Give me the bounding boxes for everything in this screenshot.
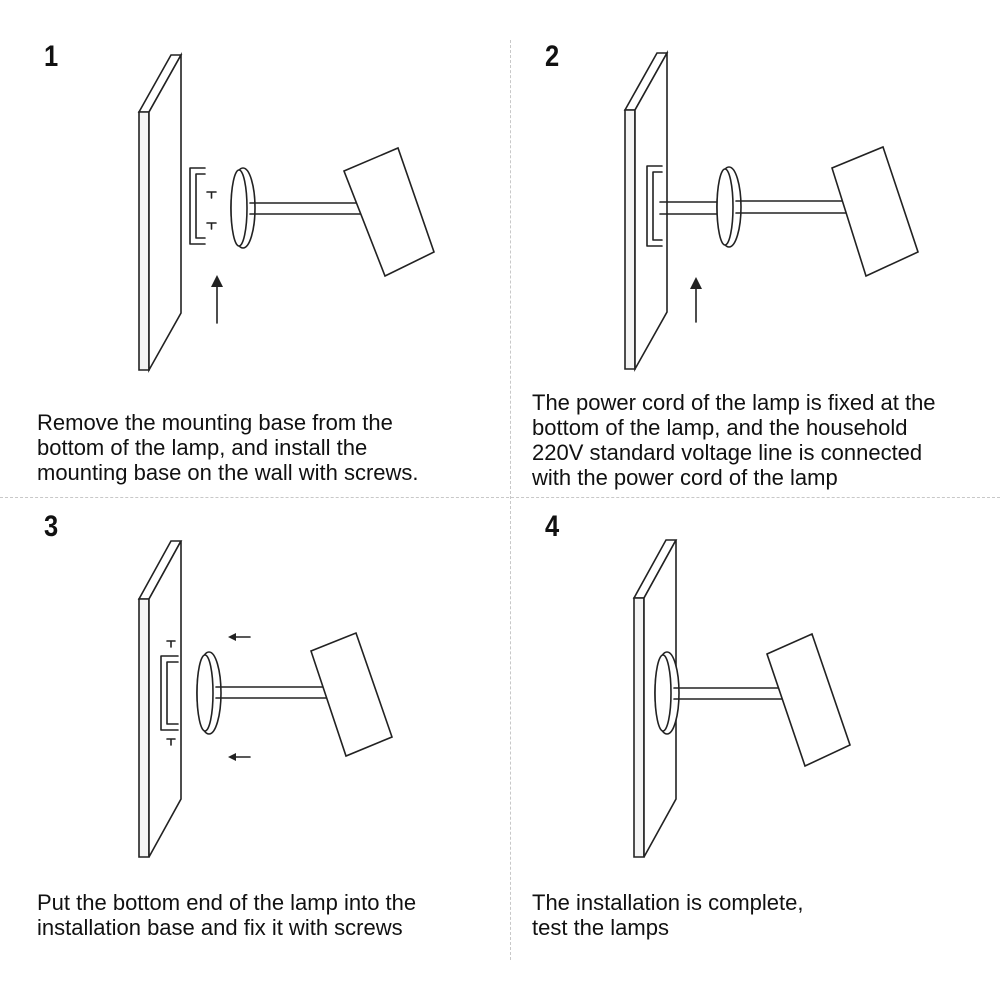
lamp [654, 632, 851, 768]
step-4-caption: The installation is complete, test the l… [532, 890, 804, 940]
mounting-bracket [189, 167, 206, 245]
step-1-number: 1 [44, 40, 59, 73]
step-2-caption: The power cord of the lamp is fixed at t… [532, 390, 936, 490]
lamp [196, 631, 394, 758]
mounting-bracket [160, 655, 179, 731]
step-1-panel: 1 Remove the mounting base from the bott… [0, 0, 500, 497]
step-3-number: 3 [44, 510, 59, 543]
step-4-illustration [632, 539, 851, 858]
step-3-caption: Put the bottom end of the lamp into the … [37, 890, 417, 940]
wall [623, 49, 669, 373]
step-1-caption: Remove the mounting base from the bottom… [37, 410, 419, 485]
vertical-divider [510, 40, 511, 960]
up-arrow [211, 275, 223, 324]
mounting-bracket [646, 165, 663, 247]
step-1-illustration [137, 51, 435, 374]
horizontal-divider [0, 497, 1000, 498]
lamp [230, 146, 435, 278]
screws [206, 191, 217, 230]
screws [166, 640, 176, 746]
step-2-illustration [623, 49, 919, 373]
lamp [659, 145, 919, 278]
left-arrows [228, 633, 251, 761]
step-2-panel: 2 The power cord of the lamp is fixed at… [500, 0, 1000, 497]
step-2-number: 2 [545, 40, 560, 73]
step-4-panel: 4 The installation is complete, test the… [500, 497, 1000, 994]
step-3-illustration [137, 540, 394, 858]
wall [137, 51, 183, 374]
wall [137, 540, 183, 858]
step-3-panel: 3 Put the bottom end of the lamp into [0, 497, 500, 994]
step-4-number: 4 [545, 510, 560, 543]
up-arrow [690, 277, 702, 323]
